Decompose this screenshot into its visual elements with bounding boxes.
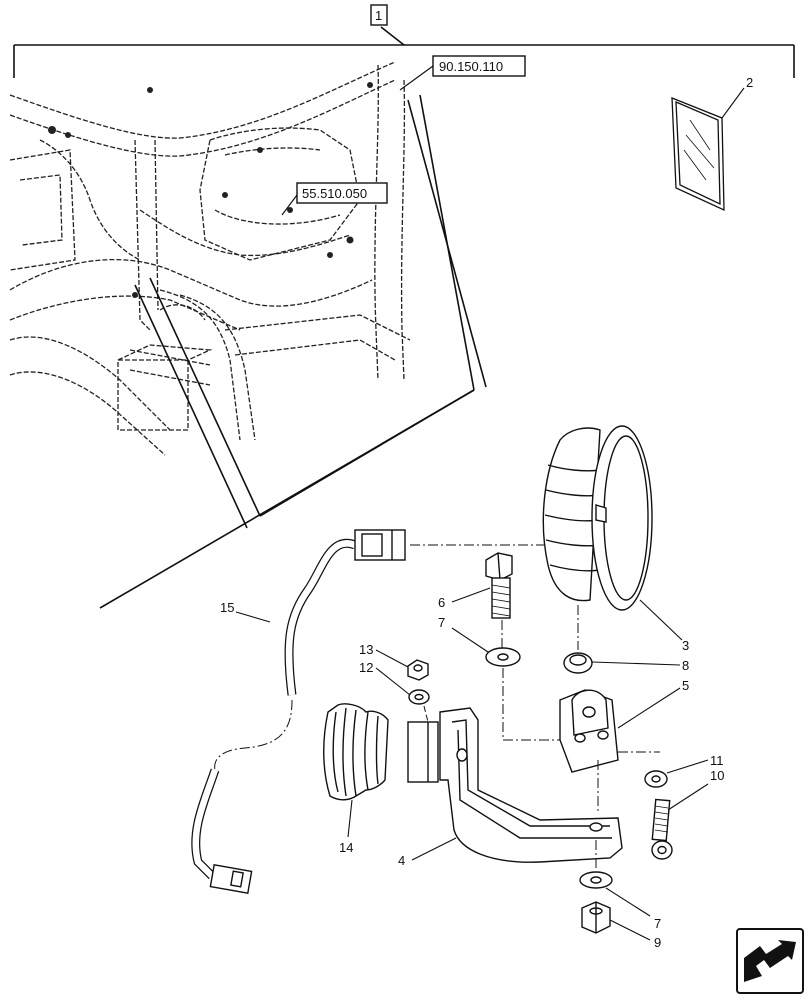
part-14-rubber-boot (323, 703, 389, 801)
cab-frame-illustration (9, 61, 411, 456)
leader-3 (639, 599, 683, 641)
part-5-mounting-plate (559, 689, 619, 773)
callout-10: 10 (710, 768, 724, 783)
leader-15 (235, 611, 271, 623)
reference-top-text: 90.150.110 (439, 59, 503, 74)
callout-9: 9 (654, 935, 661, 950)
callout-4: 4 (398, 853, 405, 868)
part-8-lamp-nut (563, 605, 593, 674)
leader-7-lower (605, 887, 651, 917)
next-page-arrow-icon (744, 940, 796, 982)
leader-8 (591, 661, 681, 666)
leader-7-upper (451, 627, 489, 653)
leader-9 (609, 919, 651, 941)
reference-90-150-110[interactable]: 90.150.110 (399, 55, 526, 91)
callout-11: 11 (710, 753, 724, 768)
callout-3: 3 (682, 638, 689, 653)
wiring-connectors (48, 82, 373, 298)
callout-2: 2 (746, 75, 753, 90)
part-9-nut (581, 901, 611, 934)
leader-6 (451, 587, 491, 603)
callout-14: 14 (339, 840, 353, 855)
callout-15: 15 (220, 600, 234, 615)
callout-5: 5 (682, 678, 689, 693)
part-7-washer-lower (579, 871, 613, 889)
leader-13 (375, 649, 409, 668)
part-2-instruction-booklet (671, 87, 745, 212)
callout-8: 8 (682, 658, 689, 673)
next-page-button[interactable] (736, 928, 804, 994)
assembly-label-box[interactable]: 1 (370, 4, 388, 26)
part-3-work-lamp (542, 425, 653, 611)
part-7-washer-upper (485, 647, 521, 667)
part-10-bolt (651, 798, 673, 860)
leader-4 (411, 837, 457, 861)
assembly-label: 1 (375, 8, 382, 23)
part-15-wiring-harness (191, 529, 406, 894)
inset-boundary (99, 94, 487, 609)
leader-12 (375, 667, 411, 696)
callout-13: 13 (359, 642, 373, 657)
assembly-bracket (13, 26, 795, 78)
leader-5 (617, 687, 681, 729)
part-4-arm-bracket (407, 707, 623, 863)
leader-14 (347, 799, 353, 838)
callout-7-upper: 7 (438, 615, 445, 630)
reference-55-510-050[interactable]: 55.510.050 (281, 182, 388, 216)
callout-6: 6 (438, 595, 445, 610)
part-6-bolt (485, 552, 513, 619)
nut-centerline (423, 705, 429, 723)
leader-11 (666, 759, 709, 774)
leader-10 (667, 783, 709, 811)
part-11-washer (644, 770, 668, 788)
callout-7-lower: 7 (654, 916, 661, 931)
callout-12: 12 (359, 660, 373, 675)
part-13-nut (407, 659, 429, 681)
reference-mid-text: 55.510.050 (302, 186, 367, 201)
part-12-washer (408, 689, 430, 705)
